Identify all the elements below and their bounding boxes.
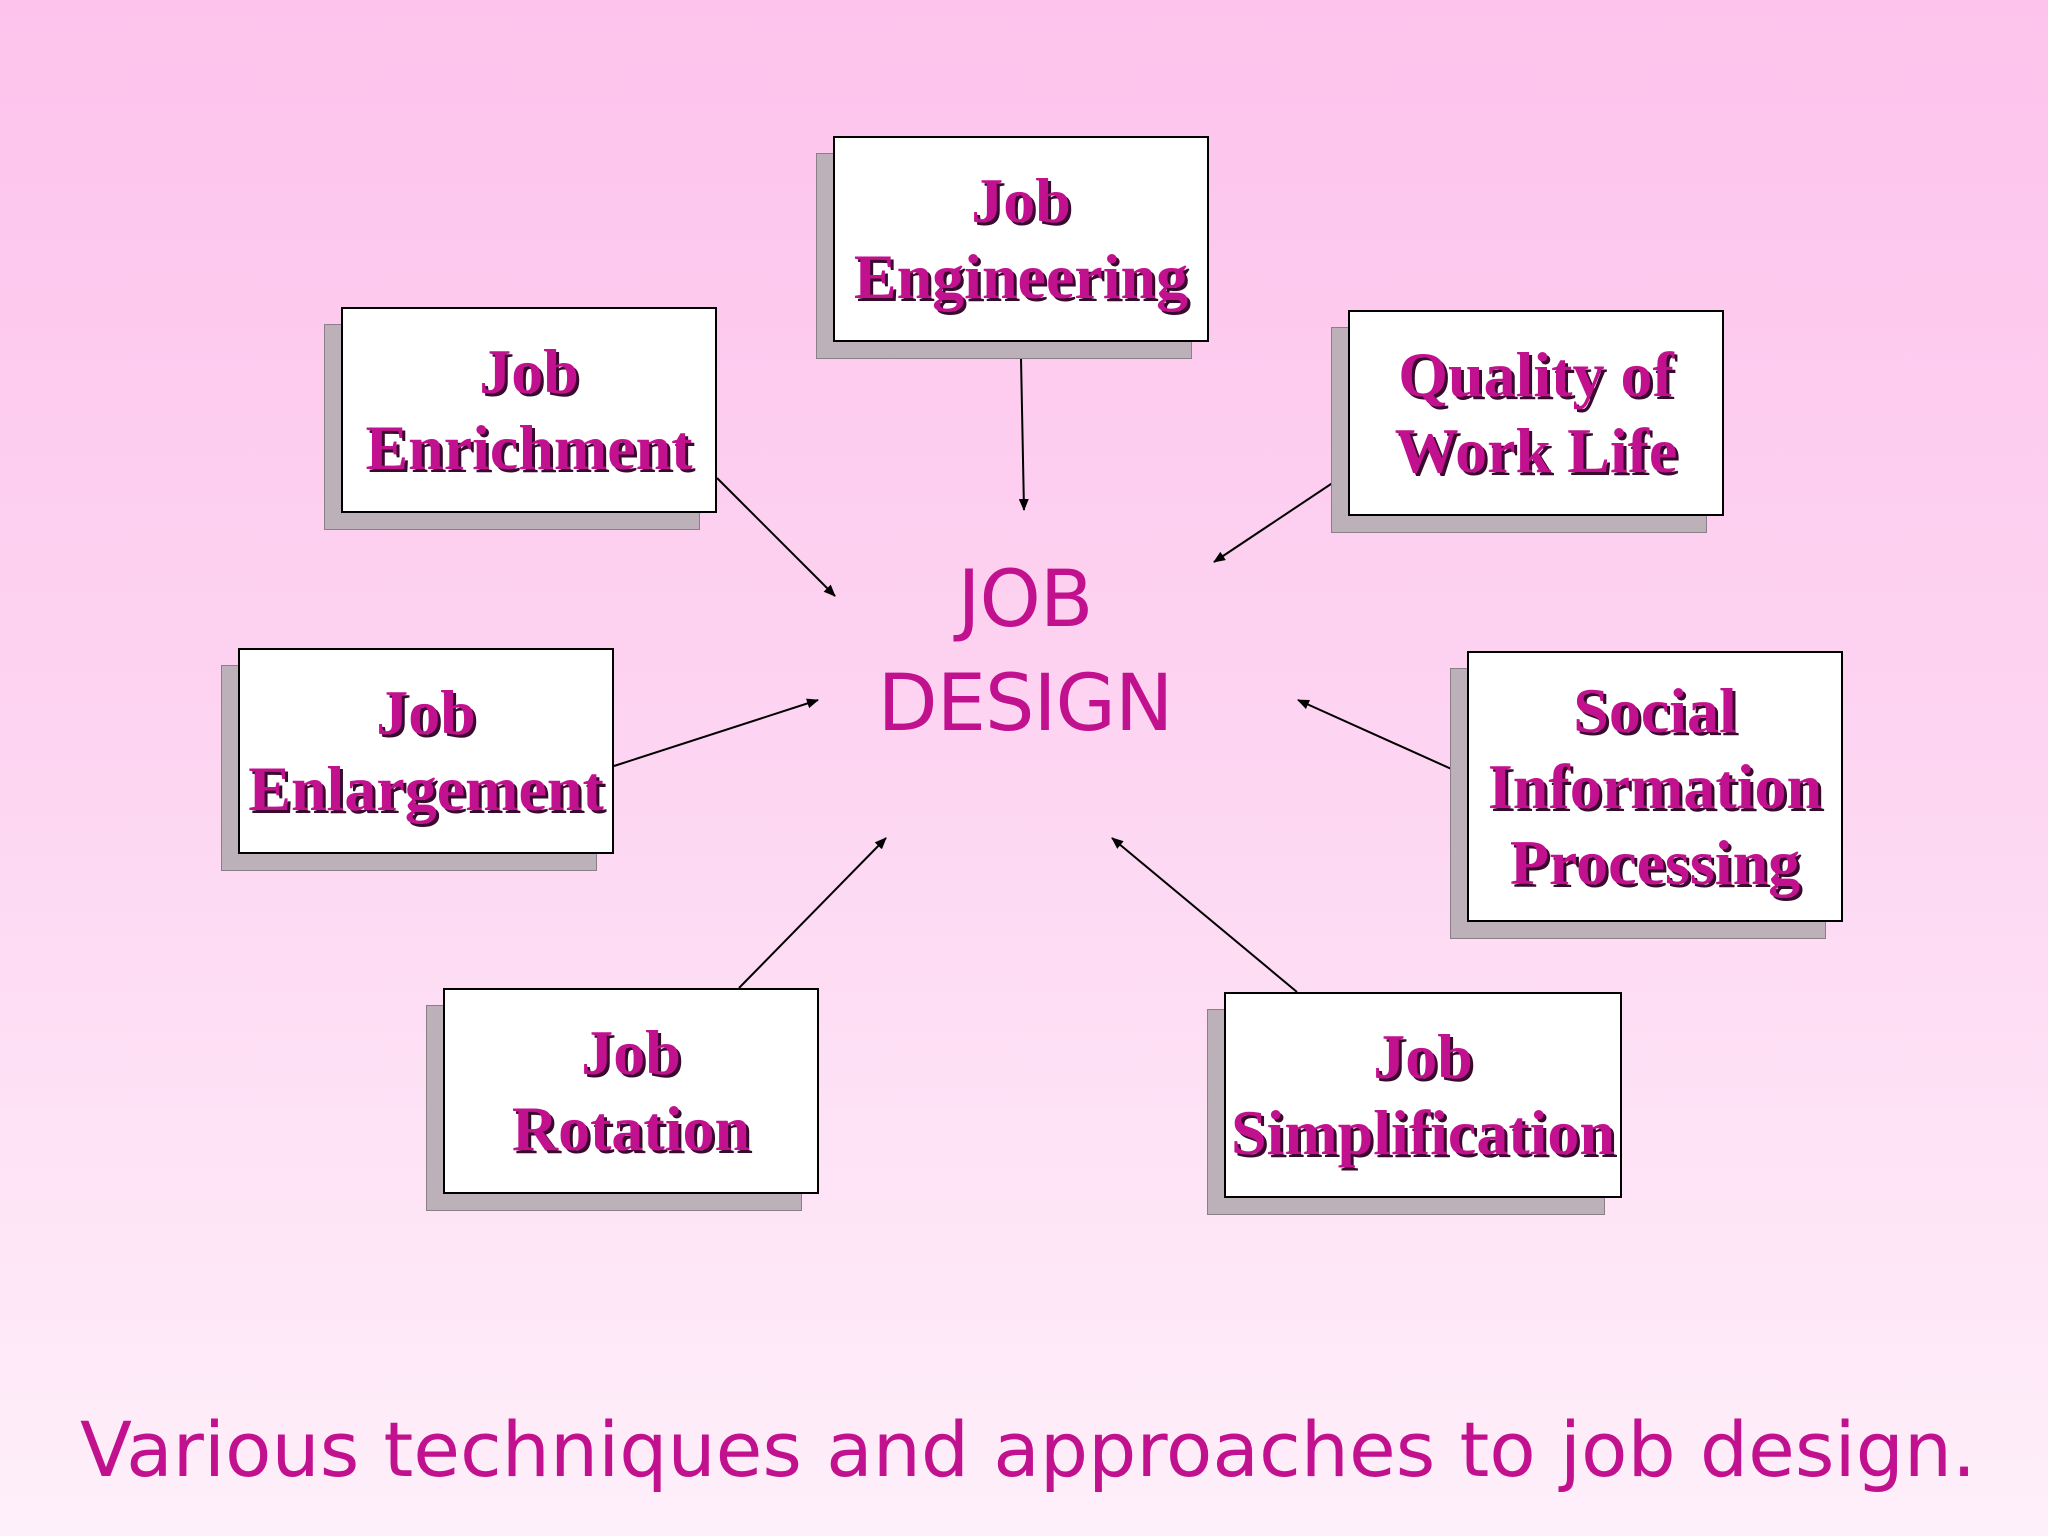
node-social-information-processing: Social Information Processing bbox=[1450, 651, 1843, 939]
node-label-line: Job bbox=[376, 677, 476, 748]
arrow-social-information-processing bbox=[1297, 699, 1468, 777]
node-label-line: Work Life bbox=[1394, 415, 1678, 486]
node-label-line: Enlargement bbox=[248, 753, 604, 824]
node-label-line: Job bbox=[1373, 1021, 1473, 1092]
node-label-line: Information bbox=[1487, 750, 1823, 822]
node-label-line: Job bbox=[581, 1017, 681, 1088]
node-job-enrichment: Job Enrichment bbox=[324, 307, 717, 530]
node-job-simplification: Job Simplification bbox=[1207, 992, 1622, 1215]
box: Job Enrichment bbox=[341, 307, 717, 513]
node-job-rotation: Job Rotation bbox=[426, 988, 819, 1211]
box: Job Engineering bbox=[833, 136, 1209, 342]
arrow-job-engineering bbox=[1018, 357, 1029, 511]
node-label-line: Rotation bbox=[511, 1093, 751, 1164]
box: Job Enlargement bbox=[238, 648, 614, 854]
node-quality-of-work-life: Quality of Work Life bbox=[1331, 310, 1724, 533]
arrow-job-rotation bbox=[738, 837, 887, 989]
box: Quality of Work Life bbox=[1348, 310, 1724, 516]
arrow-quality-of-work-life bbox=[1213, 471, 1350, 563]
arrow-job-enrichment bbox=[716, 477, 836, 597]
node-label-line: Job bbox=[971, 165, 1071, 236]
node-job-enlargement: Job Enlargement bbox=[221, 648, 614, 871]
node-label-line: Processing bbox=[1509, 826, 1801, 898]
node-job-engineering: Job Engineering bbox=[816, 136, 1209, 359]
center-concept-line: JOB bbox=[957, 555, 1094, 645]
box: Social Information Processing bbox=[1467, 651, 1843, 922]
node-label-line: Job bbox=[479, 336, 579, 407]
node-label-line: Social bbox=[1573, 674, 1737, 746]
node-label-line: Engineering bbox=[853, 241, 1189, 312]
slide-caption: Various techniques and approaches to job… bbox=[80, 1405, 1977, 1494]
box: Job Simplification bbox=[1224, 992, 1622, 1198]
node-label-line: Simplification bbox=[1230, 1097, 1616, 1168]
center-concept-line: DESIGN bbox=[877, 659, 1174, 749]
center-concept-label: JOB DESIGN bbox=[825, 548, 1225, 756]
node-label-line: Quality of bbox=[1398, 339, 1674, 410]
arrow-job-enlargement bbox=[613, 698, 819, 767]
node-label-line: Enrichment bbox=[365, 412, 693, 483]
arrow-job-simplification bbox=[1111, 837, 1298, 993]
box: Job Rotation bbox=[443, 988, 819, 1194]
